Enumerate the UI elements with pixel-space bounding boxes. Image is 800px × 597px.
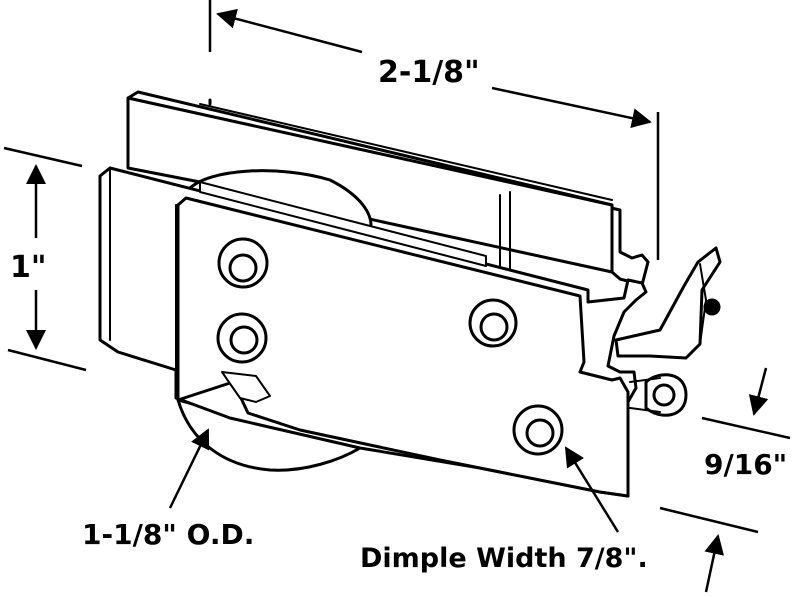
length-label: 2-1/8" [378, 55, 480, 90]
dimple-leader [564, 446, 620, 533]
mounting-tab [614, 246, 722, 360]
back-plate-face [126, 96, 614, 274]
wheel-leader [168, 428, 210, 509]
length-dimension [208, 0, 660, 260]
dimple-middle-left [216, 312, 268, 364]
width-label: 9/16" [704, 448, 787, 481]
roller-drawing [98, 90, 722, 498]
wheel-diameter-label: 1-1/8" O.D. [82, 518, 254, 551]
dimple-top-left [217, 237, 269, 289]
height-label: 1" [10, 250, 47, 285]
width-dimension [659, 367, 791, 593]
dimple-right [468, 298, 518, 348]
height-dimension [3, 146, 87, 372]
dimple-bottom [512, 404, 564, 456]
dimple-width-label: Dimple Width 7/8". [360, 543, 648, 574]
